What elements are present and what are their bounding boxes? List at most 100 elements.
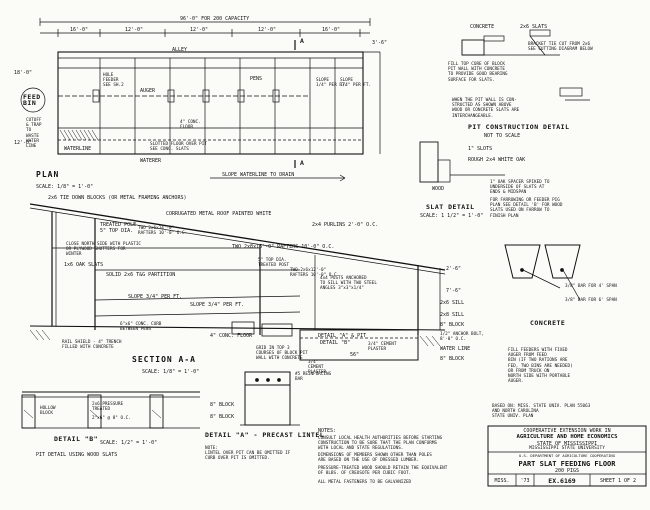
plan-title: PLAN [36,170,60,179]
slat-slots-label: 1" SLOTS [468,146,493,152]
pit-slats-label: 2x6 SLATS [520,24,548,30]
pit-title: PIT CONSTRUCTION DETAIL [468,123,570,131]
title-state: STATE OF MISSISSIPPI [536,441,598,447]
title-coop: COOPERATIVE EXTENSION WORK IN [523,428,611,434]
detail-b-title: DETAIL "B" [54,435,99,443]
plan-waterline-label: WATERLINE [64,146,92,152]
pit-not-to-scale: NOT TO SCALE [484,133,521,139]
slat-detail-drawing [419,141,581,301]
section-title: SECTION A-A [132,355,196,364]
title-block-frame [487,425,647,487]
slat-farrowing-note: FOR FARROWING OR FEEDER PIG PLAN SEE DET… [490,198,563,219]
plan-drawing [20,18,381,182]
plan-slope-drain-label: SLOPE WATERLINE TO DRAIN [222,172,295,178]
section-posts-anchored: 4x4 POSTS ANCHORED TO SILL WITH TWO STEE… [320,276,377,292]
detail-a-block-a: 8" BLOCK [210,402,235,408]
plan-dim-seg-2: 12'-0" [125,27,144,33]
section-water-line: WATER LINE [440,346,471,352]
plan-slotted-floor-label: SLOTTED FLOOR OVER PIT SEE CONC. SLATS [150,142,207,153]
title-year: '73 [520,478,530,484]
section-dim-56: 56" [350,352,360,358]
section-detail-a-pit: DETAIL "A" & PIT [318,333,367,339]
plan-dim-seg-4: 12'-0" [258,27,277,33]
slat-concrete-title: CONCRETE [530,319,566,327]
detail-a-block-b: 8" BLOCK [210,414,235,420]
section-rafters-left: TWO 2x6x14'-0" RAFTERS 10'-0" O.C. [138,226,188,237]
detail-a-title: DETAIL "A" - PRECAST LINTEL [205,431,325,439]
detail-b-scale: SCALE: 1/2" = 1'-0" [100,440,158,446]
section-conc-floor: 4" CONC. FLOOR [210,333,253,339]
section-conc-curb: 6"x6" CONC. CURB BETWEEN PENS [120,322,162,333]
title-sheet: SHEET 1 OF 2 [599,478,637,484]
slat-spacer-label: 1" OAK SPACER SPIKED TO UNDERSIDE OF SLA… [490,180,550,196]
slat-wood-label: WOOD [432,186,445,192]
plan-dim-seg-1: 16'-0" [70,27,89,33]
plan-hole-feeder-label: HOLE FEEDER SEE SH.2 [103,73,124,89]
plan-slope-right: SLOPE 1/4" PER FT. [340,78,372,89]
slat-title: SLAT DETAIL [426,203,475,211]
pit-concrete-label: CONCRETE [470,24,495,30]
section-cement-plaster: 3/4" CEMENT PLASTER [368,342,397,353]
section-tie-down-note: 2x6 TIE DOWN BLOCKS (OR METAL FRAMING AN… [48,195,187,201]
detail-b-oc: 2"x6" @ 8" O.C. [92,416,131,421]
section-cement-plaster-b: 3/4" CEMENT PLASTER [308,360,327,376]
title-usda: U.S. DEPARTMENT OF AGRICULTURE COOPERATI… [518,453,615,458]
plan-auger-label: AUGER [140,88,156,94]
note-1: CONSULT LOCAL HEALTH AUTHORITIES BEFORE … [318,436,443,452]
plan-scale: SCALE: 1/8" = 1'-0" [36,184,94,190]
note-2: DIMENSIONS OF MEMBERS SHOWN OTHER THAN P… [318,453,432,464]
title-agriculture: AGRICULTURE AND HOME ECONOMICS [516,434,618,440]
notes-heading: NOTES: [318,428,337,434]
section-partition: SOLID 2x6 T&G PARTITION [106,272,176,278]
section-8-block: 8" BLOCK [440,322,465,328]
section-close-north: CLOSE NORTH SIDE WITH PLASTIC OR PLYWOOD… [66,242,142,258]
plan-alley-label: ALLEY [172,47,188,53]
note-4: ALL METAL FASTENERS TO BE GALVANIZED [318,480,412,485]
section-rafters-right: TWO 2x8x16'-0" RAFTERS 10'-0" O.C. [232,244,335,250]
plan-dim-seg-5: 16'-0" [322,27,341,33]
section-rail-shield: RAIL SHIELD - 4" TRENCH FILLED WITH CONC… [62,340,122,351]
title-capacity: 200 PIGS [554,468,580,474]
section-2x6-sill: 2x6 SILL [440,300,465,306]
note-3: PRESSURE-TREATED WOOD SHOULD RETAIN THE … [318,466,448,477]
pit-construction-drawing [461,29,590,101]
section-oak-slats: 1x6 OAK SLATS [64,262,104,268]
section-dim-24: 2'-6" [446,266,462,272]
section-roof-label: CORRUGATED METAL ROOF PAINTED WHITE [166,211,272,217]
section-dim-76: 7'-6" [446,288,462,294]
plan-waterer-label: WATERER [140,158,162,164]
section-slope-2: SLOPE 3/4" PER FT. [190,302,245,308]
plan-marker-a-bottom: A [300,159,305,167]
detail-b-hollow-block: HOLLOW BLOCK [40,406,56,417]
section-drawing [29,203,446,361]
slat-bar-4: 3/8" BAR FOR 4' SPAN [565,284,617,289]
section-two-2x6: TWO 2x6x12'-0" RAFTERS 10'-0" O.C. [290,268,340,279]
detail-b-pressure: 2x6 PRESSURE TREATED [92,402,124,413]
section-2x8-sill: 2x8 SILL [440,312,465,318]
detail-a-reinforcing: #5 REINFORCING BAR [295,372,332,383]
detail-a-note: NOTE: LINTEL OVER PIT CAN BE OMITTED IF … [205,446,291,462]
section-purlins-label: 2x4 PURLINS 2'-0" O.C. [312,222,379,228]
slat-bar-6: 3/8" BAR FOR 6' SPAN [565,298,617,303]
plan-dim-seg-3: 12'-0" [190,27,209,33]
title-university: MISSISSIPPI STATE UNIVERSITY [529,446,605,451]
plan-marker-a-top: A [300,37,305,45]
section-treated-post: 5" TOP DIA. TREATED POST [258,258,290,269]
plan-dim-left-b: 12'-0" [14,140,33,146]
pit-when-wall-note: WHEN THE PIT WALL IS CON- STRUCTED AS SH… [452,98,520,119]
title-based-on: BASED ON: MISS. STATE UNIV. PLAN 55063 A… [492,404,591,420]
title-plan-name: PART SLAT FEEDING FLOOR [518,460,616,468]
section-slope-1: SLOPE 3/4" PER FT. [128,294,183,300]
plan-slope-left: SLOPE 1/4" PER FT. [316,78,348,89]
pit-bracket-label: BRACKET TIE CUT FROM 2x6 SEE CUTTING DIA… [528,42,593,53]
plan-overall-dimension: 96'-0" FOR 200 CAPACITY [180,16,250,22]
section-treated-pole: TREATED POLE [100,222,137,228]
section-grid-tops: GRID IN TOP 3 COURSES OF BLOCK PIT WALL … [256,346,308,362]
detail-b-drawing [21,391,200,429]
plan-pens-label: PENS [250,76,263,82]
pit-fill-top-note: FILL TOP CORE OF BLOCK PIT WALL WITH CON… [448,62,508,83]
section-pole-dia: 5" TOP DIA. [100,228,134,234]
plan-dim-left-a: 18'-0" [14,70,33,76]
